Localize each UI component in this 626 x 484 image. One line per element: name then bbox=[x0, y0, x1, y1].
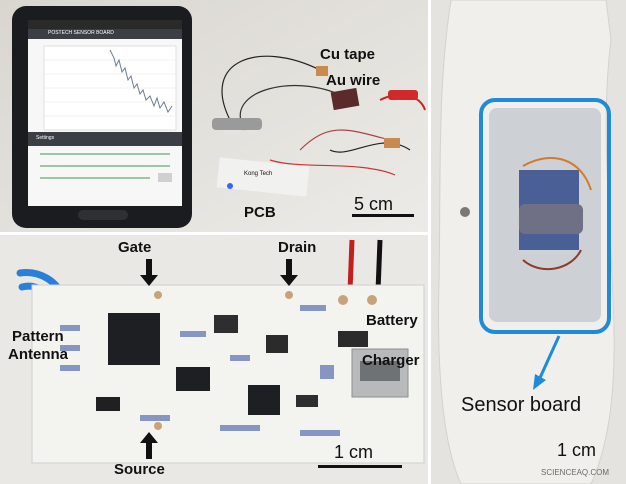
phone-app-header: POSTECH SENSOR BOARD bbox=[48, 30, 114, 36]
panel-c-drawing bbox=[438, 0, 615, 484]
battery bbox=[212, 118, 262, 130]
label-drain: Drain bbox=[278, 239, 317, 256]
label-antenna: Antenna bbox=[8, 346, 68, 363]
label-pattern: Pattern bbox=[12, 328, 64, 345]
scale-bar-a bbox=[352, 214, 414, 217]
panel-b-drawing bbox=[16, 239, 425, 468]
scale-label-a: 5 cm bbox=[354, 194, 394, 214]
au-wire bbox=[330, 87, 360, 111]
panel-a-drawing bbox=[0, 0, 428, 232]
label-charger: Charger bbox=[362, 352, 420, 369]
pcb-board-closeup bbox=[31, 284, 425, 464]
cu-tape bbox=[316, 66, 328, 76]
label-pcb: PCB bbox=[244, 204, 276, 221]
phone-settings-header: Settings bbox=[36, 135, 55, 141]
panel-pcb-closeup: Gate Drain Source Pattern Antenna Batter… bbox=[0, 235, 428, 484]
label-au-wire: Au wire bbox=[326, 72, 381, 89]
sensor-board-arrow bbox=[533, 335, 561, 390]
watermark: SCIENCEAQ.COM bbox=[541, 468, 610, 477]
pcb-brand: Kong Tech bbox=[244, 171, 273, 177]
pointer-arrows bbox=[140, 259, 298, 459]
wires bbox=[221, 55, 426, 176]
label-gate: Gate bbox=[118, 239, 152, 256]
label-cu-tape: Cu tape bbox=[320, 46, 376, 63]
scale-label-b: 1 cm bbox=[334, 442, 374, 462]
mcu-chip bbox=[108, 313, 160, 365]
label-sensor-board: Sensor board bbox=[461, 394, 582, 416]
sensor-board-highlight bbox=[479, 98, 611, 334]
scale-label-c: 1 cm bbox=[557, 440, 597, 460]
pcb-board bbox=[216, 157, 310, 197]
scale-bar-b bbox=[318, 465, 402, 468]
label-source: Source bbox=[114, 461, 165, 478]
panel-wearable-band: Sensor board 1 cm SCIENCEAQ.COM bbox=[431, 0, 626, 484]
label-battery: Battery bbox=[366, 312, 418, 329]
smartphone bbox=[12, 6, 192, 228]
panel-phone-and-pcb: POSTECH SENSOR BOARD Settings Kong Tech … bbox=[0, 0, 428, 232]
